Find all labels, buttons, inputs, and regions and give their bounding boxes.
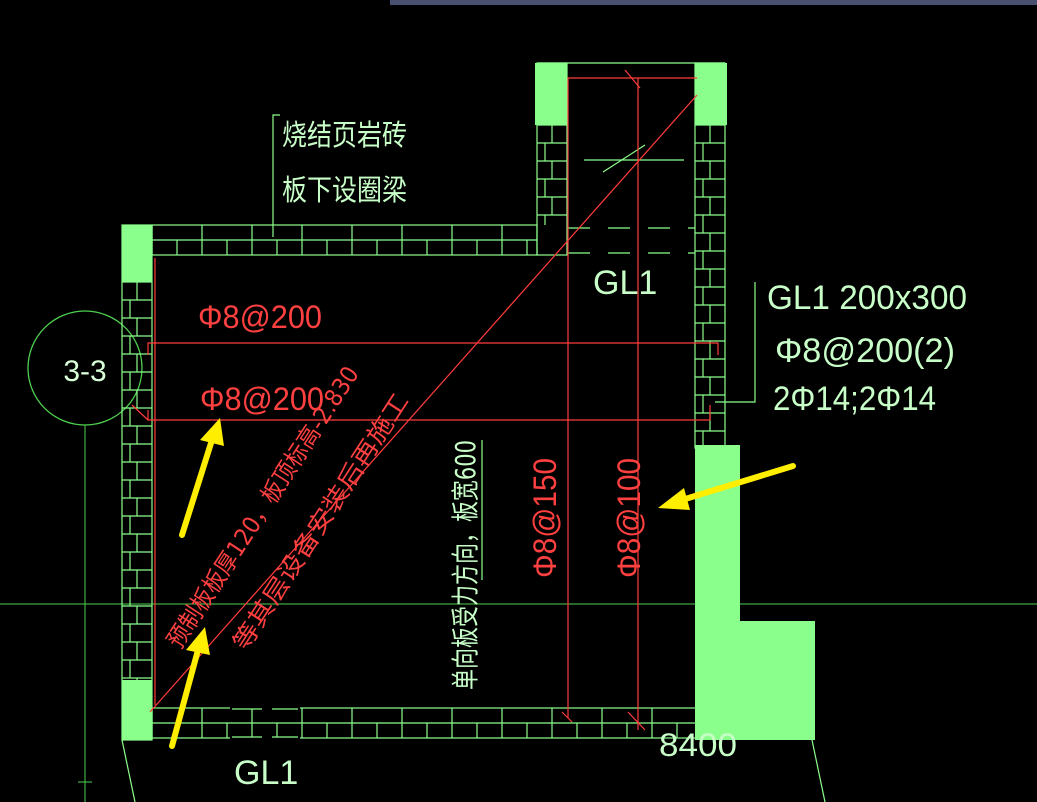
slab-direction-note: 单向板受力方向，板宽600 [449, 440, 482, 690]
rebar-label-top2: Φ8@200 [200, 381, 324, 417]
lintel-spec: GL1 200x300 Φ8@200(2) 2Φ14;2Φ14 [715, 279, 967, 418]
lintel-spec-bars: 2Φ14;2Φ14 [773, 380, 936, 418]
section-marker-label: 3-3 [63, 355, 106, 388]
section-marker: 3-3 [27, 310, 143, 426]
rebar-lines [131, 69, 719, 731]
rebar-label-top1: Φ8@200 [198, 299, 322, 335]
rebar-label-vert2: Φ8@100 [611, 458, 647, 578]
top-toolbar-strip [390, 0, 1037, 5]
lintel-spec-name: GL1 200x300 [767, 279, 967, 317]
shaft-symbol [584, 144, 684, 173]
rebar-label-vert1: Φ8@150 [527, 458, 563, 578]
lintel-label-bottom: GL1 [234, 754, 298, 792]
annotation-arrows [169, 418, 796, 749]
dimension-label: 8400 [659, 727, 737, 763]
brick-note: 烧结页岩砖 板下设圈梁 [272, 114, 407, 237]
brick-note-line1: 烧结页岩砖 [282, 118, 407, 152]
annotation-arrow [179, 437, 215, 538]
lintel-openings [230, 227, 695, 740]
brick-note-line2: 板下设圈梁 [282, 173, 407, 207]
concrete-columns [122, 63, 815, 740]
annotation-arrow [169, 647, 201, 749]
annotation-arrow [679, 463, 796, 503]
lintel-spec-stirrup: Φ8@200(2) [775, 332, 955, 370]
lintel-label-top: GL1 [593, 264, 657, 302]
